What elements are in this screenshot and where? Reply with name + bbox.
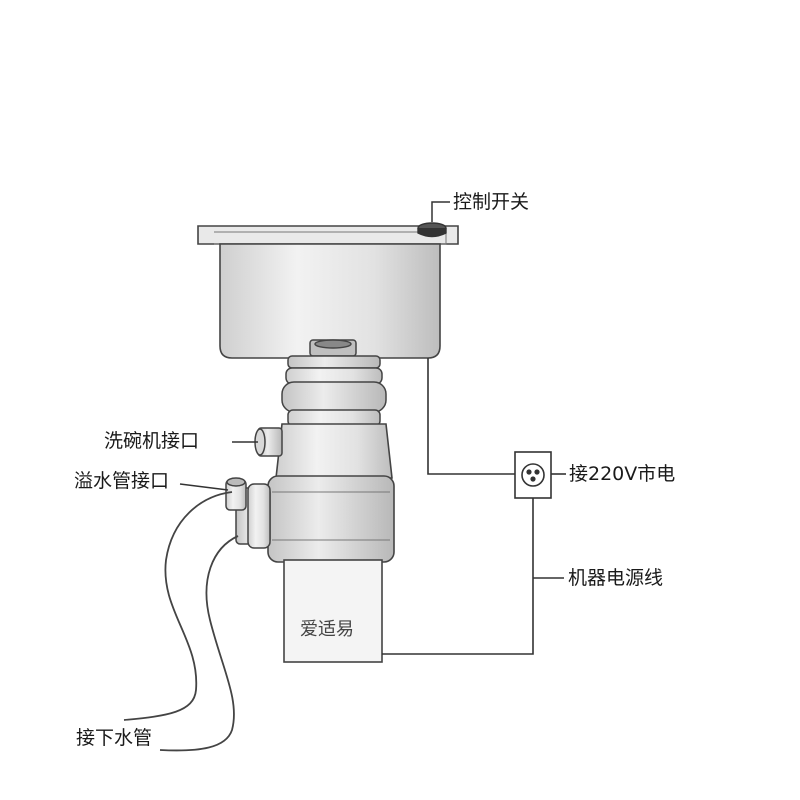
- brand-label: 爱适易: [300, 619, 354, 640]
- discharge-elbow: [225, 477, 271, 549]
- overflow-inlet-leader: [179, 483, 229, 491]
- power-220v-label: 接220V市电: [569, 463, 676, 485]
- dishwasher-inlet-label: 洗碗机接口: [104, 430, 200, 452]
- power-cord-label: 机器电源线: [568, 567, 664, 589]
- power-wiring: [382, 358, 566, 655]
- mount-assembly: [281, 355, 387, 427]
- dishwasher-inlet: [254, 427, 283, 457]
- sink-flange: [309, 339, 357, 357]
- sink-bowl: [197, 225, 459, 359]
- power-socket: [514, 451, 552, 499]
- drain-hose: [123, 491, 239, 752]
- drain-pipe-label: 接下水管: [76, 727, 153, 749]
- overflow-inlet-label: 溢水管接口: [74, 470, 170, 492]
- control-switch-label: 控制开关: [453, 191, 530, 213]
- disposer-body: [267, 423, 395, 663]
- control-switch-knob: [417, 222, 447, 238]
- control-switch-leader: [431, 201, 450, 222]
